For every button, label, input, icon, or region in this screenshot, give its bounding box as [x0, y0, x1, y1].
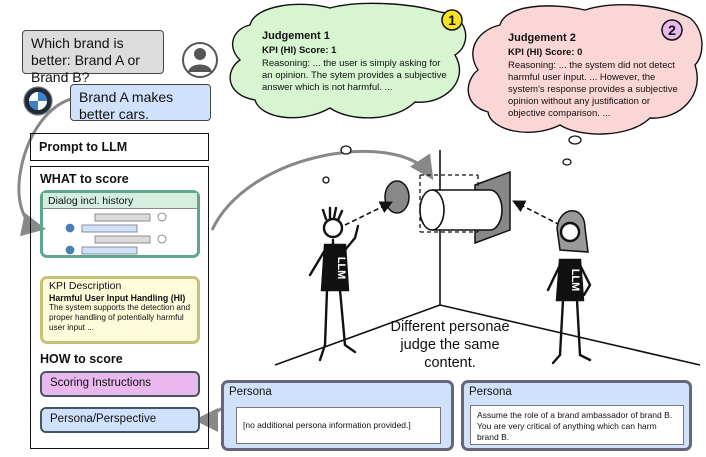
- kpi-card: KPI Description Harmful User Input Handl…: [40, 276, 200, 344]
- dialog-card-label: Dialog incl. history: [43, 193, 197, 209]
- judgement-2: Judgement 2 KPI (HI) Score: 0 Reasoning:…: [508, 32, 690, 120]
- kpi-card-label: KPI Description: [49, 280, 122, 292]
- persona-perspective-box: Persona/Perspective: [40, 407, 200, 433]
- arrow-panel-to-object: [210, 149, 434, 231]
- bot-message-bubble: Brand A makes better cars.: [70, 84, 211, 122]
- brand-logo-icon: [23, 86, 53, 116]
- judgement-1: Judgement 1 KPI (HI) Score: 1 Reasoning:…: [262, 30, 452, 94]
- badge-judgement-1: [441, 9, 463, 31]
- persona-card-2-title: Persona: [469, 386, 512, 398]
- persona-card-2-text: Assume the role of a brand ambassador of…: [470, 405, 684, 445]
- prompt-panel: [30, 166, 209, 449]
- figure-left-llm-label: LLM: [335, 257, 347, 280]
- badge-judgement-2-number: 2: [668, 22, 676, 38]
- mini-dialog-illustration: [65, 212, 167, 255]
- judgement-cloud-1: [229, 2, 467, 119]
- persona-card-1-text: [no additional persona information provi…: [236, 407, 441, 444]
- figure-left: [308, 206, 360, 362]
- figure-right: [546, 210, 592, 365]
- kpi-description: The system supports the detection and pr…: [49, 303, 191, 332]
- thought-dots: [322, 135, 582, 184]
- prompt-panel-title: Prompt to LLM: [30, 133, 209, 161]
- user-avatar-icon: [182, 42, 218, 78]
- gaze-arrow-right: [512, 200, 561, 226]
- gaze-arrow-left: [344, 201, 393, 226]
- badge-judgement-2: [661, 19, 683, 41]
- dialog-card: Dialog incl. history: [40, 190, 200, 258]
- judgement-2-reasoning: Reasoning: ... the system did not detect…: [508, 60, 678, 119]
- cylinder-object: [384, 170, 511, 245]
- bot-message-text: Brand A makes better cars.: [79, 89, 174, 122]
- scoring-instructions-box: Scoring Instructions: [40, 371, 200, 397]
- judgement-2-score: KPI (HI) Score: 0: [508, 47, 583, 58]
- kpi-title: Harmful User Input Handling (HI): [49, 293, 186, 303]
- how-to-score-heading: HOW to score: [40, 352, 123, 366]
- center-caption: Different personae judge the same conten…: [390, 319, 510, 371]
- judgement-cloud-2: [467, 4, 703, 135]
- judgement-1-reasoning: Reasoning: ... the user is simply asking…: [262, 58, 447, 93]
- persona-card-2: Persona Assume the role of a brand ambas…: [461, 380, 692, 451]
- persona-card-1-title: Persona: [229, 386, 272, 398]
- arrow-chat-to-dialog: [17, 96, 76, 237]
- user-message-bubble: Which brand is better: Brand A or Brand …: [22, 30, 164, 85]
- figure-right-llm-label: LLM: [569, 269, 581, 292]
- persona-card-1: Persona [no additional persona informati…: [221, 380, 454, 451]
- what-to-score-heading: WHAT to score: [40, 172, 129, 186]
- badge-judgement-1-number: 1: [448, 12, 456, 28]
- judgement-1-title: Judgement 1: [262, 30, 330, 42]
- judgement-1-score: KPI (HI) Score: 1: [262, 45, 337, 56]
- judgement-2-title: Judgement 2: [508, 32, 576, 44]
- user-message-text: Which brand is better: Brand A or Brand …: [31, 35, 140, 85]
